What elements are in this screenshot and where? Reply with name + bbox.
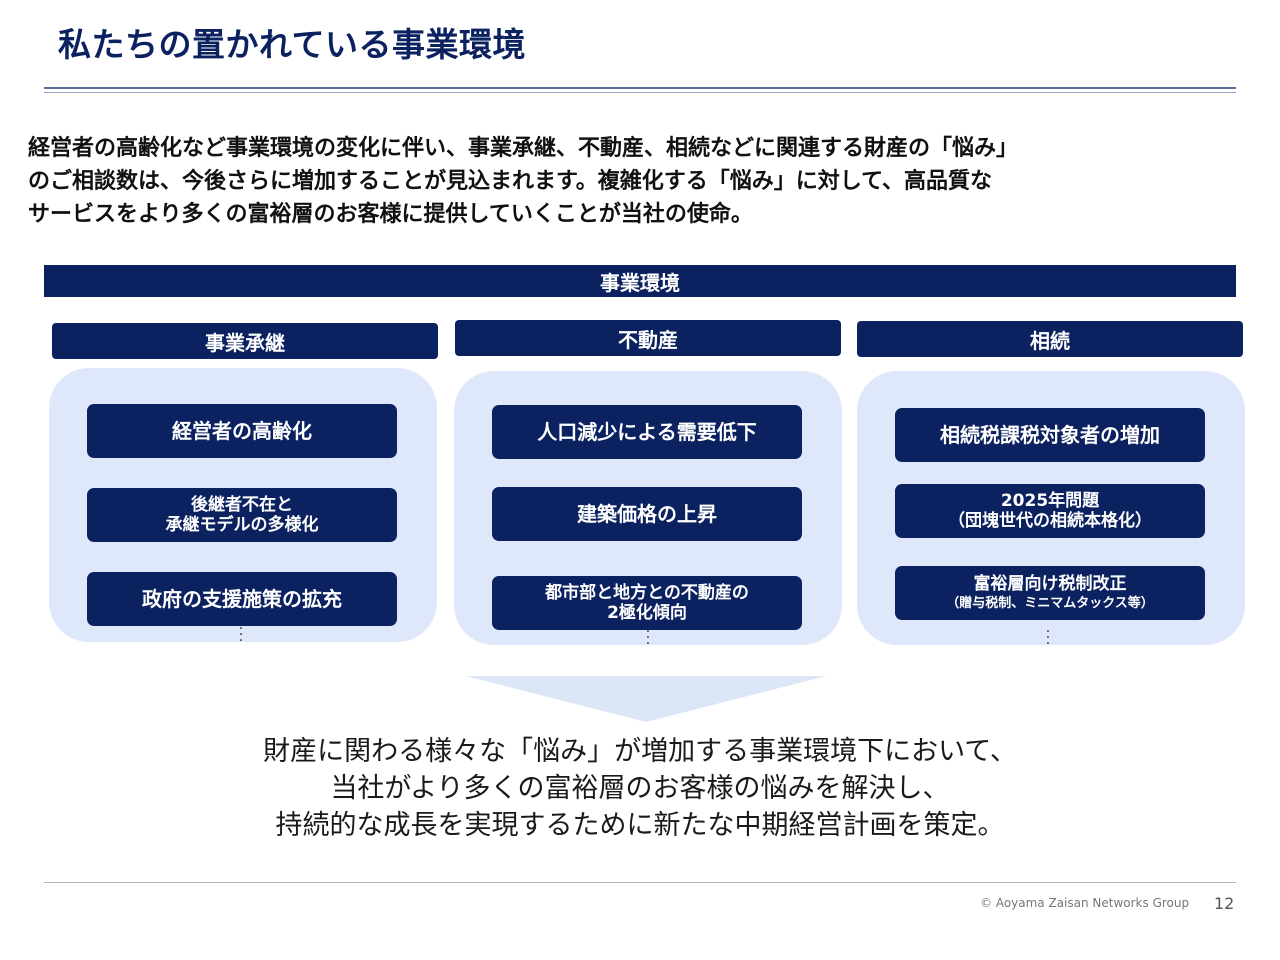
panel-inheritance: 相続税課税対象者の増加 2025年問題 （団塊世代の相続本格化） 富裕層向け税制… bbox=[857, 371, 1245, 652]
intro-line: サービスをより多くの富裕層のお客様に提供していくことが当社の使命。 bbox=[28, 202, 753, 227]
item-text: 承継モデルの多様化 bbox=[165, 515, 319, 535]
intro-line: 経営者の高齢化など事業環境の変化に伴い、事業承継、不動産、相続などに関連する財産… bbox=[28, 136, 1019, 161]
title-divider bbox=[44, 87, 1236, 89]
down-arrow-icon bbox=[466, 676, 826, 722]
item-subtext: （贈与税制、ミニマムタックス等） bbox=[946, 596, 1154, 612]
item-card: 経営者の高齢化 bbox=[87, 404, 397, 458]
item-text: （団塊世代の相続本格化） bbox=[948, 511, 1152, 531]
column-header-inheritance: 相続 bbox=[857, 321, 1243, 357]
copyright-text: © Aoyama Zaisan Networks Group bbox=[980, 896, 1190, 910]
item-text: 後継者不在と bbox=[191, 494, 293, 515]
panel-succession: 経営者の高齢化 後継者不在と 承継モデルの多様化 政府の支援施策の拡充 ··· bbox=[49, 368, 437, 649]
item-text: 2極化傾向 bbox=[607, 603, 687, 623]
item-text: 人口減少による需要低下 bbox=[537, 420, 757, 444]
conclusion-line: 持続的な成長を実現するために新たな中期経営計画を策定。 bbox=[275, 810, 1005, 841]
environment-banner: 事業環境 bbox=[44, 265, 1236, 297]
column-header-real-estate: 不動産 bbox=[455, 320, 841, 356]
panel-real-estate: 人口減少による需要低下 建築価格の上昇 都市部と地方との不動産の 2極化傾向 ·… bbox=[454, 371, 842, 652]
item-text: 2025年問題 bbox=[1000, 490, 1100, 511]
item-text: 都市部と地方との不動産の bbox=[545, 582, 749, 603]
item-card: 富裕層向け税制改正 （贈与税制、ミニマムタックス等） bbox=[895, 566, 1205, 620]
intro-line: のご相談数は、今後さらに増加することが見込まれます。複雑化する「悩み」に対して、… bbox=[28, 169, 993, 194]
item-text: 政府の支援施策の拡充 bbox=[142, 587, 342, 611]
item-text: 経営者の高齢化 bbox=[172, 419, 312, 443]
column-header-succession: 事業承継 bbox=[52, 323, 438, 359]
more-dots-icon: ··· bbox=[1045, 624, 1051, 652]
more-dots-icon: ··· bbox=[645, 624, 651, 652]
item-text: 建築価格の上昇 bbox=[577, 502, 717, 526]
item-card: 相続税課税対象者の増加 bbox=[895, 408, 1205, 462]
footer-divider bbox=[44, 882, 1236, 883]
item-card: 2025年問題 （団塊世代の相続本格化） bbox=[895, 484, 1205, 538]
conclusion-line: 財産に関わる様々な「悩み」が増加する事業環境下において、 bbox=[263, 736, 1017, 767]
intro-paragraph: 経営者の高齢化など事業環境の変化に伴い、事業承継、不動産、相続などに関連する財産… bbox=[28, 132, 1258, 231]
more-dots-icon: ··· bbox=[238, 621, 244, 649]
item-text: 相続税課税対象者の増加 bbox=[940, 423, 1160, 447]
page-number: 12 bbox=[1214, 894, 1235, 913]
item-card: 都市部と地方との不動産の 2極化傾向 bbox=[492, 576, 802, 630]
item-card: 政府の支援施策の拡充 bbox=[87, 572, 397, 626]
item-text: 富裕層向け税制改正 bbox=[973, 574, 1127, 594]
item-card: 後継者不在と 承継モデルの多様化 bbox=[87, 488, 397, 542]
item-card: 建築価格の上昇 bbox=[492, 487, 802, 541]
conclusion-line: 当社がより多くの富裕層のお客様の悩みを解決し、 bbox=[330, 773, 950, 804]
item-card: 人口減少による需要低下 bbox=[492, 405, 802, 459]
page-title: 私たちの置かれている事業環境 bbox=[58, 25, 527, 64]
conclusion-text: 財産に関わる様々な「悩み」が増加する事業環境下において、 当社がより多くの富裕層… bbox=[0, 733, 1280, 844]
title-divider-thin bbox=[44, 92, 1236, 93]
